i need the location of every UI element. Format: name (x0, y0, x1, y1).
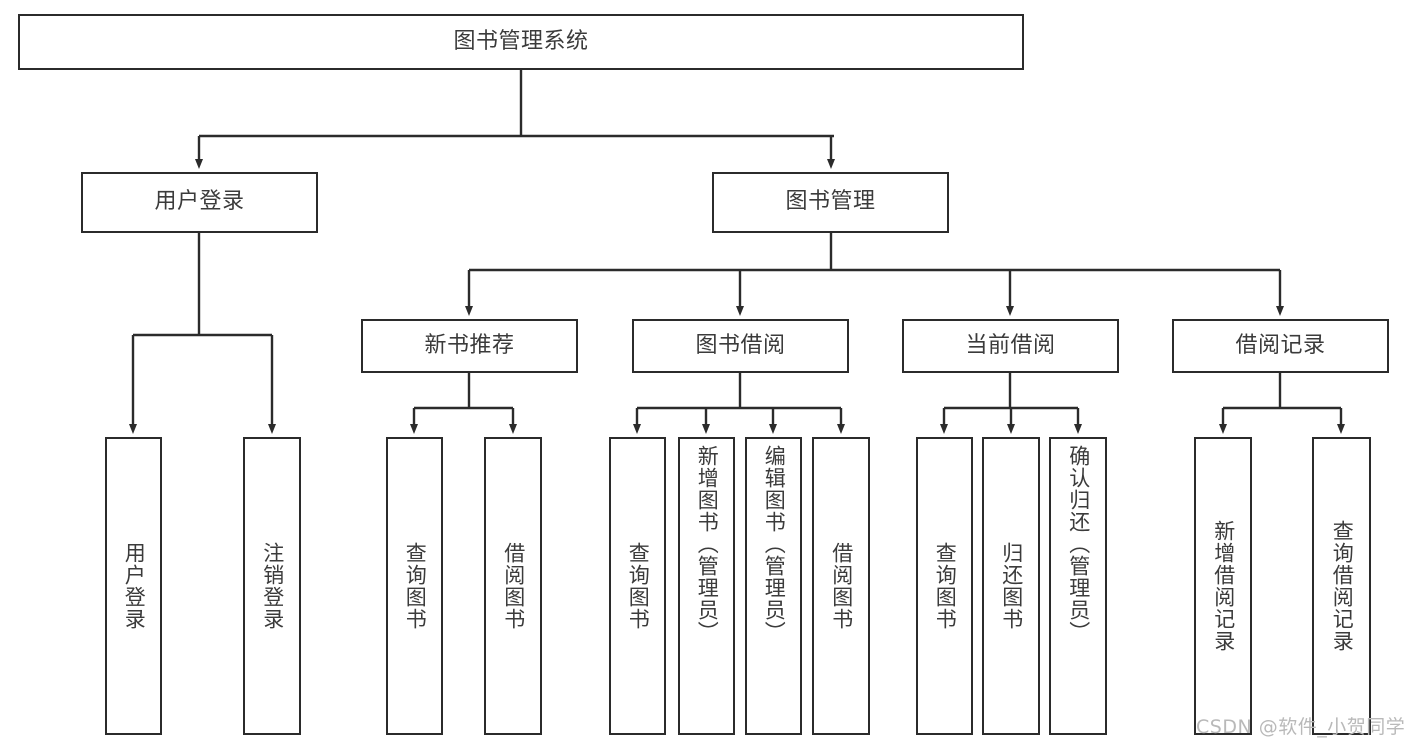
leaf-edit-book[interactable]: 编辑图书（管理员） (745, 437, 802, 735)
leaf-logout[interactable]: 注销登录 (243, 437, 301, 735)
leaf-query-book-current[interactable]: 查询图书 (916, 437, 973, 735)
leaf-add-book[interactable]: 新增图书（管理员） (678, 437, 735, 735)
node-book-management[interactable]: 图书管理 (712, 172, 949, 233)
leaf-borrow-book[interactable]: 借阅图书 (812, 437, 870, 735)
node-borrow-record[interactable]: 借阅记录 (1172, 319, 1389, 373)
leaf-query-book-recommend[interactable]: 查询图书 (386, 437, 443, 735)
leaf-confirm-return[interactable]: 确认归还（管理员） (1049, 437, 1107, 735)
leaf-return-book[interactable]: 归还图书 (982, 437, 1040, 735)
node-user-login[interactable]: 用户登录 (81, 172, 318, 233)
node-book-borrow[interactable]: 图书借阅 (632, 319, 849, 373)
leaf-query-book-borrow[interactable]: 查询图书 (609, 437, 666, 735)
node-new-book-recommend[interactable]: 新书推荐 (361, 319, 578, 373)
node-current-borrow[interactable]: 当前借阅 (902, 319, 1119, 373)
leaf-user-login[interactable]: 用户登录 (105, 437, 162, 735)
node-root[interactable]: 图书管理系统 (18, 14, 1024, 70)
leaf-borrow-book-recommend[interactable]: 借阅图书 (484, 437, 542, 735)
csdn-watermark: CSDN @软件_小贺同学 (1196, 716, 1405, 738)
leaf-query-borrow-record[interactable]: 查询借阅记录 (1312, 437, 1371, 735)
leaf-add-borrow-record[interactable]: 新增借阅记录 (1194, 437, 1252, 735)
